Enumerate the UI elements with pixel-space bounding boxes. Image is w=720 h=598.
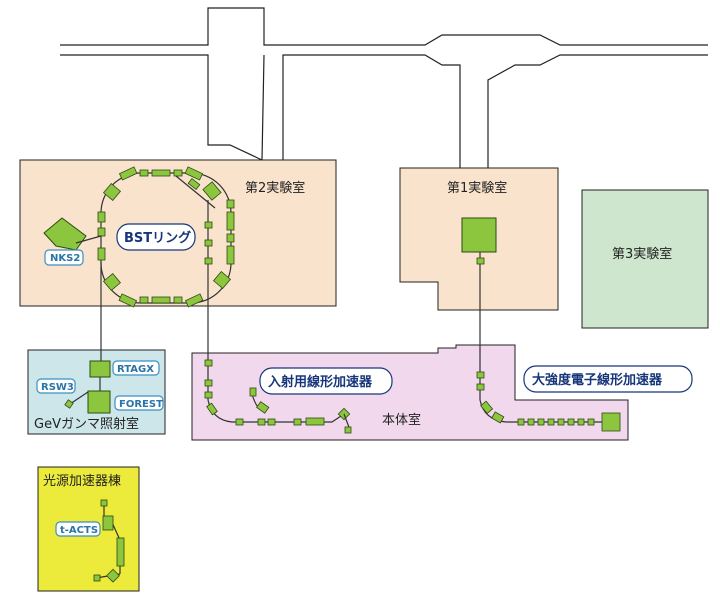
forest-tag[interactable]: FOREST [114, 395, 164, 411]
high-intensity-linac [461, 217, 621, 432]
lab3-room [581, 189, 709, 329]
svg-text:NKS2: NKS2 [50, 253, 80, 264]
svg-text:RTAGX: RTAGX [117, 364, 154, 375]
t-acts-beamline [93, 499, 125, 583]
corridor-outline [60, 7, 708, 168]
svg-text:BSTリング: BSTリング [124, 230, 191, 246]
injector-linac-tag: 入射用線形加速器 [259, 367, 393, 395]
rtagx-tag[interactable]: RTAGX [112, 360, 160, 376]
svg-text:大強度電子線形加速器: 大強度電子線形加速器 [532, 372, 663, 388]
main-hall-label: 本体室 [382, 412, 421, 428]
bst-ring-tag: BSTリング [116, 223, 196, 251]
gamma-room-label: GeVガンマ照射室 [34, 416, 139, 432]
bst-ring [97, 166, 235, 308]
forest-experiment [64, 377, 111, 414]
lab2-label: 第2実験室 [245, 180, 305, 196]
injector-linac [204, 288, 352, 434]
lab1-label: 第1実験室 [447, 180, 507, 196]
t-acts-tag[interactable]: t-ACTS [55, 521, 101, 537]
high-intensity-linac-tag: 大強度電子線形加速器 [523, 365, 693, 393]
lab3-label: 第3実験室 [612, 246, 672, 262]
nks2-detector [43, 217, 102, 251]
ring-injection-line [175, 175, 216, 288]
svg-text:FOREST: FOREST [119, 399, 163, 410]
rsw3-tag[interactable]: RSW3 [36, 378, 76, 394]
rtagx-experiment [89, 360, 111, 378]
svg-text:RSW3: RSW3 [41, 382, 74, 393]
svg-text:t-ACTS: t-ACTS [60, 525, 98, 536]
light-source-label: 光源加速器棟 [43, 474, 121, 489]
nks2-tag[interactable]: NKS2 [44, 249, 84, 266]
svg-text:入射用線形加速器: 入射用線形加速器 [268, 374, 373, 390]
